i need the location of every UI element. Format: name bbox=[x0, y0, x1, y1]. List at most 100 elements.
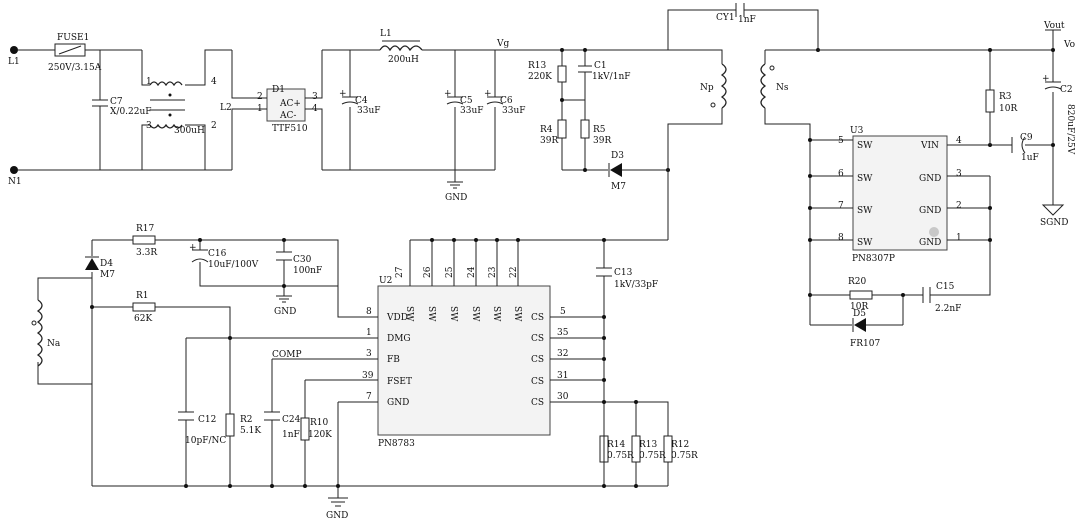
c15-value: 2.2nF bbox=[935, 304, 961, 314]
u2-pin35: 35 bbox=[557, 328, 569, 338]
u3-pin4: 4 bbox=[956, 136, 962, 146]
c24-value: 1nF bbox=[282, 430, 300, 440]
diode-d5 bbox=[852, 318, 866, 332]
vg-net-label: Vg bbox=[496, 39, 509, 49]
d4-value: M7 bbox=[100, 270, 115, 280]
primary-section: R13 220K C1 1kV/1nF R4 39R R5 39R D3 M7 … bbox=[495, 3, 820, 240]
u2-pin25: 25 bbox=[445, 266, 455, 278]
svg-text:+: + bbox=[189, 243, 197, 253]
r14-value: 0.75R bbox=[607, 451, 634, 461]
fuse1-label: FUSE1 bbox=[57, 33, 89, 43]
r13-value: 220K bbox=[528, 72, 552, 82]
d3-value: M7 bbox=[611, 182, 626, 192]
capacitor-c13 bbox=[596, 267, 612, 277]
u2-sw-25: SW bbox=[448, 306, 458, 322]
resistor-r13-snubber bbox=[557, 65, 567, 83]
c6-value: 33uF bbox=[502, 106, 526, 116]
c2-label: C2 bbox=[1060, 85, 1073, 95]
capacitor-c7 bbox=[92, 99, 108, 112]
ground-symbol-1 bbox=[447, 181, 463, 189]
c9-label: C9 bbox=[1020, 133, 1033, 143]
na-label: Na bbox=[47, 339, 61, 349]
c1-label: C1 bbox=[594, 61, 607, 71]
comp-net-label: COMP bbox=[272, 350, 302, 360]
chip-u2 bbox=[377, 285, 551, 436]
u3-gnd-3: GND bbox=[919, 174, 941, 184]
u2-gnd: GND bbox=[387, 398, 409, 408]
d1-value: TTF510 bbox=[272, 124, 308, 134]
r17-label: R17 bbox=[136, 224, 155, 234]
fuse1 bbox=[54, 43, 86, 57]
d1-label: D1 bbox=[272, 85, 285, 95]
u2-vdd: VDD bbox=[386, 313, 408, 323]
u3-pin5: 5 bbox=[838, 136, 844, 146]
c30-label: C30 bbox=[293, 255, 312, 265]
resistor-r12 bbox=[663, 435, 673, 463]
ns-label: Ns bbox=[776, 83, 789, 93]
l2-label: L2 bbox=[220, 103, 232, 113]
c9-value: 1uF bbox=[1021, 153, 1039, 163]
l1-terminal-label: L1 bbox=[8, 57, 20, 67]
u3-sw-8: SW bbox=[857, 238, 873, 248]
inductor-l1 bbox=[379, 40, 423, 52]
u2-cs-31: CS bbox=[531, 377, 544, 387]
r1-value: 62K bbox=[134, 314, 152, 324]
c12-label: C12 bbox=[198, 415, 216, 425]
aux-winding-na bbox=[31, 299, 43, 367]
u3-pin7: 7 bbox=[838, 201, 844, 211]
u3-part: PN8307P bbox=[852, 254, 895, 264]
r2-value: 5.1K bbox=[240, 426, 261, 436]
u2-pin1: 1 bbox=[366, 328, 372, 338]
np-label: Np bbox=[700, 83, 714, 93]
r12-label: R12 bbox=[671, 440, 689, 450]
u3-sw-7: SW bbox=[857, 206, 873, 216]
u2-pin3: 3 bbox=[366, 349, 372, 359]
u3-pin8: 8 bbox=[838, 233, 844, 243]
r5-label: R5 bbox=[593, 125, 606, 135]
r13-label: R13 bbox=[528, 61, 547, 71]
u2-pin7: 7 bbox=[366, 392, 372, 402]
c5-value: 33uF bbox=[460, 106, 484, 116]
u2-sw-22: SW bbox=[512, 306, 522, 322]
u3-gnd-1: GND bbox=[919, 238, 941, 248]
capacitor-c9 bbox=[1011, 136, 1026, 154]
capacitor-c4: + bbox=[339, 89, 359, 105]
gnd-label-2: GND bbox=[274, 307, 296, 317]
u2-dmg: DMG bbox=[387, 334, 411, 344]
u3-pin6: 6 bbox=[838, 169, 844, 179]
input-section: L1 N1 FUSE1 250V/3.15A C7 X/0.22uF 1 3 4… bbox=[8, 29, 526, 203]
u2-pin24: 24 bbox=[467, 266, 477, 278]
r4-label: R4 bbox=[540, 125, 553, 135]
ground-symbol-2 bbox=[276, 295, 292, 303]
ground-symbol-3 bbox=[328, 497, 348, 507]
u3-vin: VIN bbox=[920, 141, 939, 151]
r17-value: 3.3R bbox=[136, 248, 157, 258]
r13-sense-label: R13 bbox=[639, 440, 658, 450]
d5-value: FR107 bbox=[850, 339, 880, 349]
resistor-r5 bbox=[580, 119, 590, 139]
r12-value: 0.75R bbox=[671, 451, 698, 461]
d3-label: D3 bbox=[611, 151, 624, 161]
cy1-value: 1nF bbox=[738, 15, 756, 25]
cy1-label: CY1 bbox=[716, 13, 735, 23]
sgnd-label: SGND bbox=[1040, 218, 1068, 228]
d1-pin2: 2 bbox=[257, 92, 263, 102]
u2-pin5: 5 bbox=[560, 307, 566, 317]
n1-terminal-label: N1 bbox=[8, 177, 22, 187]
c1-value: 1kV/1nF bbox=[592, 72, 630, 82]
d1-ac-plus: AC+ bbox=[279, 99, 301, 109]
r2-label: R2 bbox=[240, 415, 253, 425]
capacitor-c16: + bbox=[189, 243, 209, 263]
r1-label: R1 bbox=[136, 291, 149, 301]
c6-label: C6 bbox=[500, 96, 513, 106]
d4-label: D4 bbox=[100, 259, 113, 269]
c5-label: C5 bbox=[460, 96, 473, 106]
r14-label: R14 bbox=[607, 440, 626, 450]
u2-pin30: 30 bbox=[557, 392, 569, 402]
u2-sw-26: SW bbox=[426, 306, 436, 322]
capacitor-cy1 bbox=[735, 3, 745, 17]
resistor-r4 bbox=[557, 119, 567, 139]
vo-label: Vo bbox=[1063, 40, 1075, 50]
capacitor-c12 bbox=[178, 411, 194, 421]
